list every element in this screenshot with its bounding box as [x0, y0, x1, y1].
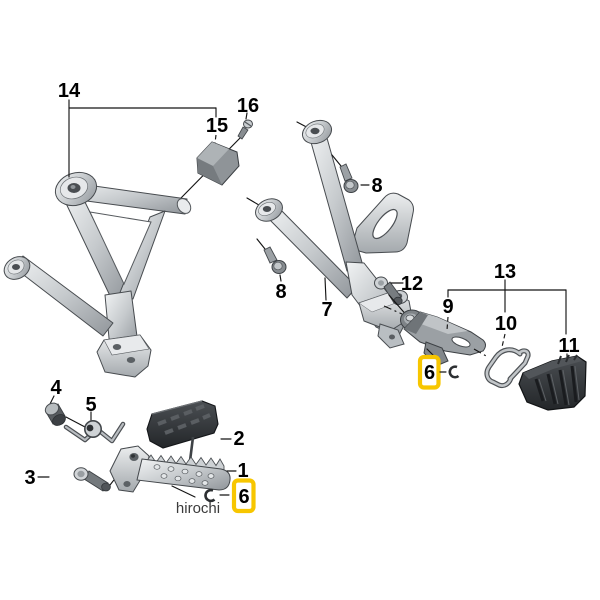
assembly-axis-line: [383, 305, 403, 315]
highlight-box-6-right[interactable]: [417, 354, 441, 390]
holder-tab: [423, 341, 449, 367]
callout-12: 12: [401, 273, 423, 295]
callout-7: 7: [321, 299, 332, 321]
callout-lines-left: [68, 99, 248, 178]
part-2-rubber-pad: [146, 400, 219, 462]
leader-4: [49, 395, 55, 405]
bracket-cutout: [89, 211, 152, 286]
boss-hole: [12, 264, 20, 270]
part-1-footrest: [109, 445, 231, 493]
callout-8-lower: 8: [275, 281, 286, 303]
part-11-rubber-peg: [518, 354, 587, 411]
watermark-text: hirochi: [176, 500, 220, 517]
callout-3: 3: [24, 467, 35, 489]
leader-6-bottom-line: [171, 485, 196, 498]
callout-14: 14: [58, 80, 81, 102]
part-7-heel-guard: [352, 192, 414, 254]
heel-guard-slot: [372, 208, 398, 240]
callout-13-bracket: [447, 279, 567, 335]
leader-6-right: [426, 348, 435, 357]
callout-10: 10: [495, 313, 517, 335]
foot-hole: [112, 344, 122, 350]
assembly-axis-line: [473, 348, 489, 358]
part-16-screw: [237, 119, 253, 140]
callout-5: 5: [85, 394, 96, 416]
leader-9: [446, 316, 449, 331]
leader-7: [324, 277, 327, 301]
part-8-bolt-lower: [256, 238, 287, 274]
callout-6-bottom[interactable]: 6: [238, 486, 249, 508]
holder-slot: [451, 336, 471, 348]
callout-16: 16: [237, 95, 259, 117]
callout-4: 4: [50, 377, 62, 399]
foot-hole: [126, 357, 136, 363]
callout-11: 11: [558, 335, 579, 357]
part-8-bolt-upper: [331, 154, 359, 193]
callout-8-upper: 8: [371, 175, 382, 197]
callout-9: 9: [442, 296, 453, 318]
callout-15: 15: [206, 115, 228, 137]
part-10-spring-clip: [484, 347, 531, 389]
part-9-footrest-holder: [400, 309, 486, 367]
part-14-bracket: [3, 171, 192, 378]
part-3-pin: [73, 467, 111, 492]
part-15-rubber-block: [196, 141, 240, 186]
bushing-axis-line: [65, 416, 86, 428]
part-6-circlip-bottom: [204, 488, 216, 503]
callout-6-right[interactable]: 6: [424, 362, 435, 384]
arm-tip: [176, 198, 192, 214]
part-6-circlip-right: [448, 365, 460, 379]
leader-8-lower: [279, 274, 282, 282]
callout-13: 13: [494, 261, 516, 283]
callout-1: 1: [237, 460, 248, 482]
callout-2: 2: [233, 428, 244, 450]
highlight-box-6-bottom[interactable]: [231, 478, 256, 514]
part-4-bushing: [44, 402, 66, 426]
leader-10: [501, 333, 506, 348]
part-5-spring: [63, 419, 126, 444]
